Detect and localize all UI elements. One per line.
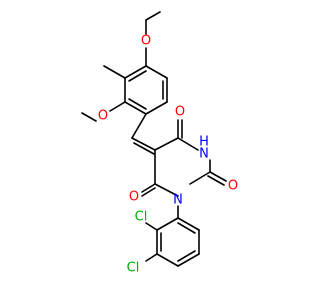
bond	[177, 137, 199, 151]
bond	[145, 101, 168, 115]
lower-benzene-ring	[156, 217, 200, 267]
bond	[156, 253, 179, 267]
methoxy-left	[81, 101, 126, 122]
bond	[177, 253, 200, 267]
bond	[141, 187, 156, 197]
bond	[109, 101, 126, 112]
bond	[177, 217, 200, 231]
bond	[207, 175, 225, 186]
bond	[209, 171, 227, 182]
benzylidene-link	[131, 113, 156, 155]
atom-o-methoxy-left: O	[98, 109, 108, 124]
atom-n-aryl: N	[173, 193, 183, 208]
bond	[81, 112, 97, 122]
bond	[145, 65, 168, 79]
bond	[131, 113, 147, 139]
methyl-bond	[103, 65, 126, 79]
bond	[124, 65, 147, 79]
bond	[128, 70, 147, 82]
atom-o-methoxy-top: O	[141, 34, 151, 49]
atom-cl-bottom: Cl	[127, 261, 140, 276]
bond	[177, 222, 196, 234]
cl-bond-bottom	[145, 253, 158, 262]
bond	[189, 171, 211, 185]
pyrimidine-ring	[154, 137, 211, 197]
bond	[133, 142, 155, 155]
bond	[141, 183, 156, 193]
atom-n-nh: N	[199, 147, 209, 162]
bond	[131, 137, 156, 151]
atom-o-carbonyl-left: O	[129, 190, 139, 205]
bond	[128, 98, 147, 110]
carbonyl-top	[177, 119, 183, 139]
atom-o-carbonyl-top: O	[175, 105, 185, 120]
bond	[124, 101, 147, 115]
methoxy-top	[145, 11, 161, 67]
bond	[156, 217, 179, 231]
atom-o-carbonyl-right: O	[228, 179, 238, 194]
molecule-structure: O O O H N O N O Cl Cl	[81, 11, 238, 276]
bond	[145, 11, 161, 21]
carbonyl-right	[207, 171, 227, 186]
bond	[154, 183, 179, 197]
atom-cl-top: Cl	[135, 210, 148, 225]
bond	[177, 250, 196, 262]
bond	[154, 137, 179, 151]
carbonyl-left	[141, 183, 156, 197]
upper-benzene-ring	[124, 65, 168, 115]
cl-bond-top	[145, 222, 158, 231]
atom-h: H	[199, 135, 209, 150]
